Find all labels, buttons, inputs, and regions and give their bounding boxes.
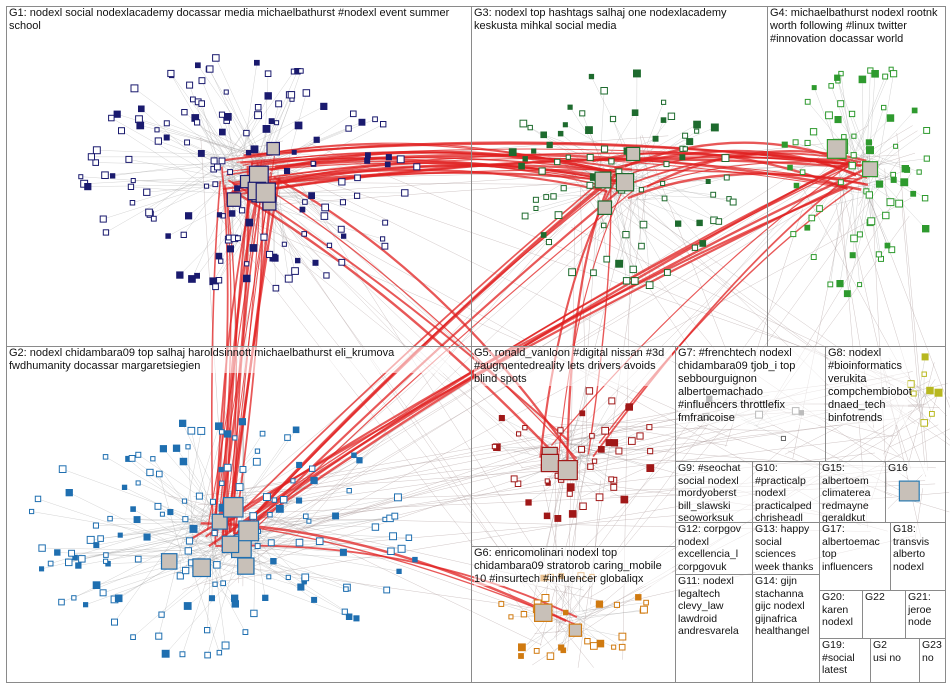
group-label-g10: G10: #practicalp nodexl practicalped chr… (755, 462, 819, 523)
group-label-g4: G4: michaelbathurst nodexl rootnk worth … (770, 7, 942, 46)
group-label-g6: G6: enricomolinari nodexl top chidambara… (474, 547, 672, 586)
group-panel-g18: G18: transvis alberto nodexl (890, 522, 946, 591)
group-panel-g2x: G2 usi no (870, 638, 920, 683)
group-label-g21: G21: jeroe node (908, 591, 945, 629)
group-label-g5: G5: ronald_vanloon #digital nissan #3d #… (474, 347, 672, 386)
group-panel-g10: G10: #practicalp nodexl practicalped chr… (752, 461, 820, 523)
group-label-g11: G11: nodexl legaltech clevy_law lawdroid… (678, 575, 752, 638)
group-panel-g22: G22 (862, 590, 906, 639)
group-label-g20: G20: karen nodexl (822, 591, 862, 629)
group-panel-g13: G13: happy social sciences week thanks m… (752, 522, 820, 575)
group-panel-g3: G3: nodexl top hashtags salhaj one nodex… (471, 6, 768, 347)
group-label-g14: G14: gijn stachanna gijc nodexl gijnafri… (755, 575, 819, 638)
group-label-g8: G8: nodexl #bioinformatics verukita comp… (828, 347, 908, 425)
group-panel-g19: G19: #social latest (819, 638, 871, 683)
group-label-g19: G19: #social latest (822, 639, 870, 677)
group-label-g23: G23 no (922, 639, 946, 664)
group-label-g12: G12: corpgov nodexl excellencia_l corpgo… (678, 523, 752, 575)
group-panel-g4: G4: michaelbathurst nodexl rootnk worth … (767, 6, 946, 347)
group-label-g17: G17: albertoemac top influencers (822, 523, 890, 573)
group-label-g7: G7: #frenchtech nodexl chidambara09 tjob… (678, 347, 824, 425)
group-panel-g9: G9: #seochat social nodexl mordyoberst b… (675, 461, 753, 523)
group-label-g22: G22 (865, 591, 895, 604)
group-panel-g11: G11: nodexl legaltech clevy_law lawdroid… (675, 574, 753, 683)
group-panel-g23: G23 no (919, 638, 946, 683)
group-panel-g16: G16 (885, 461, 946, 523)
group-panel-g7: G7: #frenchtech nodexl chidambara09 tjob… (675, 346, 826, 462)
group-label-g18: G18: transvis alberto nodexl (893, 523, 945, 573)
group-panel-g14: G14: gijn stachanna gijc nodexl gijnafri… (752, 574, 820, 683)
group-label-g15: G15: albertoem climaterea redmayne geral… (822, 462, 884, 523)
group-panel-g1: G1: nodexl social nodexlacademy docassar… (6, 6, 472, 347)
group-label-g2x: G2 usi no (873, 639, 903, 664)
group-label-g1: G1: nodexl social nodexlacademy docassar… (9, 7, 469, 33)
group-panel-g8: G8: nodexl #bioinformatics verukita comp… (825, 346, 946, 462)
group-panel-g21: G21: jeroe node (905, 590, 946, 639)
group-panel-g20: G20: karen nodexl (819, 590, 863, 639)
group-panel-g5: G5: ronald_vanloon #digital nissan #3d #… (471, 346, 676, 547)
group-panel-g12: G12: corpgov nodexl excellencia_l corpgo… (675, 522, 753, 575)
group-label-g2: G2: nodexl chidambara09 top salhaj harol… (9, 347, 449, 373)
group-panel-g17: G17: albertoemac top influencers (819, 522, 891, 591)
group-panel-g6: G6: enricomolinari nodexl top chidambara… (471, 546, 676, 683)
group-label-g3: G3: nodexl top hashtags salhaj one nodex… (474, 7, 764, 33)
group-panel-g15: G15: albertoem climaterea redmayne geral… (819, 461, 886, 523)
group-panel-g2: G2: nodexl chidambara09 top salhaj harol… (6, 346, 472, 683)
group-label-g9: G9: #seochat social nodexl mordyoberst b… (678, 462, 752, 523)
group-label-g16: G16 (888, 462, 928, 475)
group-label-g13: G13: happy social sciences week thanks m… (755, 523, 819, 575)
